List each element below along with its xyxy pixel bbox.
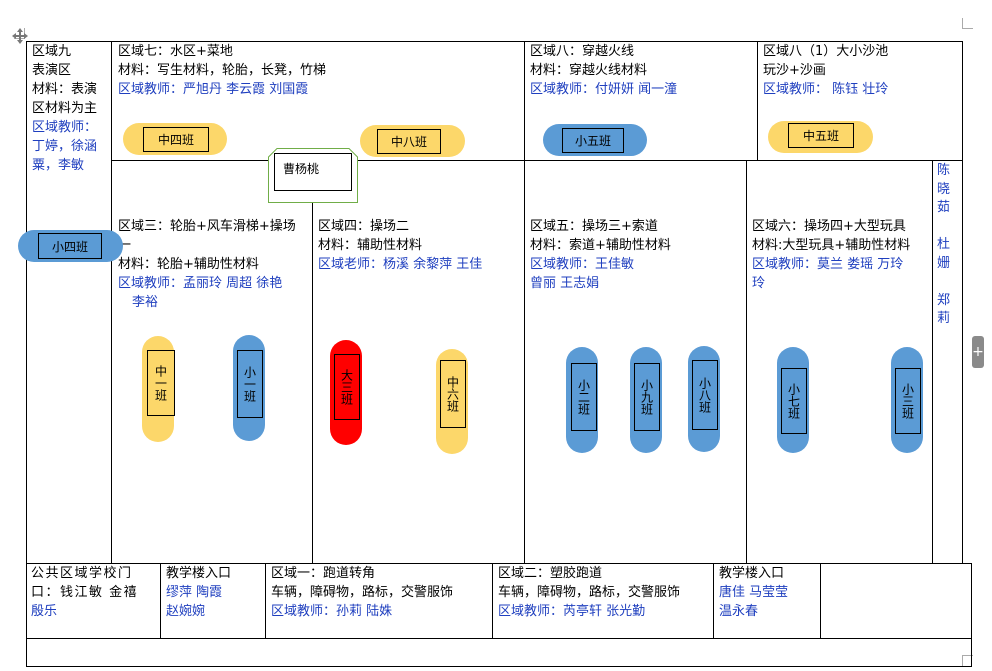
zone-teacher: 区域教师： 陈钰 壮玲 [763,82,889,97]
zone-teacher-cont: 李裕 [132,295,159,310]
zone-teacher: 区域教师：严旭丹 李云霞 刘国霞 [118,82,309,97]
zone-teacher: 区域教师：莫兰 娄瑶 万玲 [752,257,904,272]
entrance-teacher: 缪萍 陶霞 [166,585,223,600]
class-label: 小九班 [634,363,660,431]
zone-material: 车辆，障碍物，路标，交警服饰 [271,585,454,600]
zone-5: 区域五：操场三+索道 材料：索道+辅助性材料 区域教师：王佳敏 曾丽 王志娟 [530,217,671,293]
zone-1: 区域一：跑道转角 车辆，障碍物，路标，交警服饰 区域教师：孙莉 陆姝 [271,564,453,621]
move-icon[interactable] [11,27,29,45]
zone-material: 材料：辅助性材料 [318,238,423,253]
zone-material: 车辆，障碍物，路标，交警服饰 [498,585,681,600]
zone-9-line: 表演区 [32,63,72,78]
zone-title: 区域六：操场四+大型玩具 [752,219,906,234]
class-label: 小三班 [895,368,921,434]
zone-7: 区域七：水区+菜地 材料：写生材料，轮胎，长凳，竹梯 区域教师：严旭丹 李云霞 … [118,42,326,99]
entrance-teacher: 温永春 [719,604,759,619]
zone-teacher: 区域老师：杨溪 余黎萍 王佳 [318,257,483,272]
zone-material: 材料：索道+辅助性材料 [530,238,671,253]
teacher-char: 杜 [937,237,951,252]
entrance-teacher: 唐佳 马莹莹 [719,585,789,600]
entrance-title: 教学楼入口 [719,566,785,581]
zone-material: 玩沙+沙画 [763,63,826,78]
teacher-char [937,218,950,237]
class-label: 中六班 [440,360,466,428]
class-label: 中八班 [377,129,441,154]
class-label: 小八班 [692,360,718,430]
entrance-1: 教学楼入口 缪萍 陶霞 赵婉婉 [166,564,231,621]
class-label: 小七班 [781,368,807,434]
zone-8-sandpit: 区域八（1）大小沙池 玩沙+沙画 区域教师： 陈钰 壮玲 [763,42,888,99]
zone-teacher-cont: 曾丽 王志娟 [530,276,600,291]
zone-9-teacher: 粟，李敏 [32,158,85,173]
teacher-char: 姗 [937,255,951,271]
teacher-char: 茹 [937,200,951,215]
zone-title: 区域五：操场三+索道 [530,219,658,234]
zone-9-line: 区域九 [32,44,72,59]
entrance-teacher: 赵婉婉 [166,604,206,619]
class-label: 小二班 [571,363,597,431]
class-label: 中五班 [788,123,854,148]
zone-title: 区域三：轮胎+风车滑梯+操场 [118,219,296,234]
zone-title: 区域四：操场二 [318,219,410,234]
zone-material: 材料：写生材料，轮胎，长凳，竹梯 [118,63,327,78]
entrance-2: 教学楼入口 唐佳 马莹莹 温永春 [719,564,788,621]
zone-3: 区域三：轮胎+风车滑梯+操场 一 材料：轮胎+辅助性材料 区域教师：孟丽玲 周超… [118,217,296,312]
zone-teacher: 区域教师：付妍妍 闻一潼 [530,82,678,97]
public-area-teacher: 口：钱江敏 金禧 [31,585,139,600]
zone-9-teacher: 丁婷，徐涵 [32,139,98,154]
zone-teacher: 区域教师：孙莉 陆姝 [271,604,393,619]
teacher-char: 郑 [937,292,951,308]
page-corner-mark [962,18,973,29]
zone-8: 区域八：穿越火线 材料：穿越火线材料 区域教师：付妍妍 闻一潼 [530,42,677,99]
teacher-char: 莉 [937,311,951,326]
class-label: 小四班 [38,233,102,259]
class-label: 中一班 [147,350,175,416]
class-label: 小五班 [562,128,624,153]
zone-title: 区域八（1）大小沙池 [763,44,889,59]
teacher-char: 晓 [937,181,951,197]
right-column-teachers: 陈 晓 茹 杜 姗 郑 莉 [937,162,950,329]
public-area: 公共区域学校门 口：钱江敏 金禧 殷乐 [31,564,138,621]
page-corner-mark [962,655,973,666]
public-area-title: 公共区域学校门 [31,566,133,581]
teacher-char: 陈 [937,163,951,178]
zone-title-cont: 一 [118,238,132,253]
class-label: 曹杨桃 [274,153,352,191]
teacher-char [937,273,950,292]
public-area-teacher-cont: 殷乐 [31,604,58,619]
zone-material: 材料：轮胎+辅助性材料 [118,257,259,272]
zone-2: 区域二：塑胶跑道 车辆，障碍物，路标，交警服饰 区域教师：芮亭轩 张光勤 [498,564,680,621]
zone-teacher-cont: 玲 [752,276,766,291]
zone-4: 区域四：操场二 材料：辅助性材料 区域老师：杨溪 余黎萍 王佳 [318,217,482,274]
zone-6: 区域六：操场四+大型玩具 材料:大型玩具+辅助性材料 区域教师：莫兰 娄瑶 万玲… [752,217,910,293]
zone-material: 材料：穿越火线材料 [530,63,648,78]
class-label: 小一班 [237,350,263,418]
zone-teacher: 区域教师：王佳敏 [530,257,635,272]
zone-title: 区域一：跑道转角 [271,566,376,581]
zone-9-line: 材料：表演 [32,82,98,97]
entrance-title: 教学楼入口 [166,566,232,581]
class-label: 中四班 [143,127,209,152]
class-label: 大三班 [334,354,360,420]
zone-9-line: 区材料为主 [32,101,98,116]
zone-title: 区域二：塑胶跑道 [498,566,603,581]
zone-title: 区域七：水区+菜地 [118,44,233,59]
zone-9: 区域九 表演区 材料：表演 区材料为主 区域教师： 丁婷，徐涵 粟，李敏 [32,42,97,175]
zone-material: 材料:大型玩具+辅助性材料 [752,238,911,253]
zone-teacher: 区域教师：芮亭轩 张光勤 [498,604,646,619]
zone-teacher: 区域教师：孟丽玲 周超 徐艳 [118,276,283,291]
zone-9-teacher: 区域教师： [32,120,98,135]
plus-icon[interactable]: + [972,336,984,368]
zone-title: 区域八：穿越火线 [530,44,635,59]
